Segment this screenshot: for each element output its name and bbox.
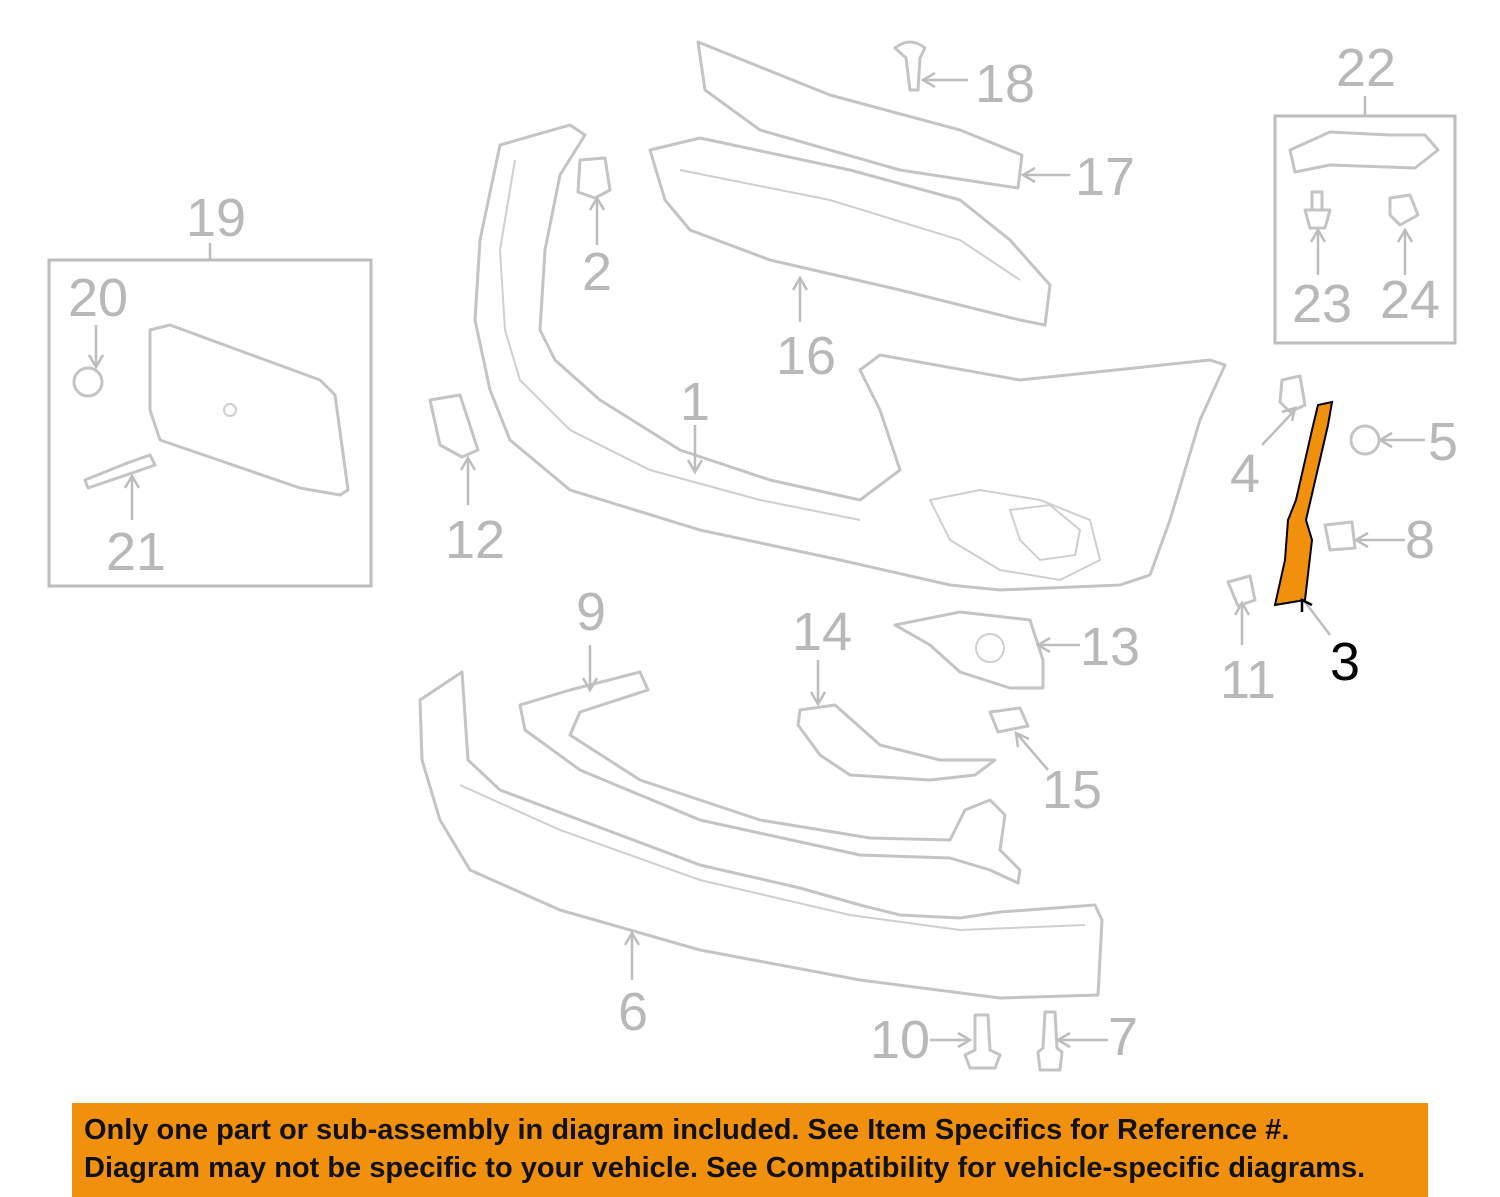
bracket-part-22: [1288, 130, 1440, 174]
bumper-cover-part: [473, 123, 1227, 592]
lower-grille-part-9: [518, 670, 1022, 885]
molding-part-14: [796, 703, 997, 782]
cover-part-12: [428, 393, 480, 459]
molding-part-17: [696, 40, 1024, 190]
callout-6: 6: [618, 982, 648, 1042]
callout-22: 22: [1336, 38, 1396, 98]
disclaimer-line-2: Diagram may not be specific to your vehi…: [84, 1152, 1366, 1184]
callout-15: 15: [1042, 760, 1102, 820]
callout-1: 1: [680, 372, 710, 432]
callout-11: 11: [1220, 650, 1276, 710]
callout-17: 17: [1075, 147, 1135, 207]
fog-bezel-part-13: [893, 610, 1045, 690]
callout-20: 20: [68, 268, 128, 328]
nut-part-5: [1349, 424, 1381, 456]
license-bracket-part: [148, 323, 350, 497]
nut-part-20: [72, 366, 104, 398]
callout-19: 19: [186, 188, 246, 248]
clip-part-4: [1278, 374, 1307, 414]
callout-10: 10: [870, 1010, 930, 1070]
clip-part-11: [1226, 574, 1257, 608]
callout-3: 3: [1330, 632, 1360, 692]
lower-fascia-part-6: [418, 670, 1104, 1000]
disclaimer-line-1: Only one part or sub-assembly in diagram…: [84, 1114, 1290, 1146]
bolt-part-7: [1036, 1010, 1064, 1072]
clip-part-8: [1323, 520, 1357, 552]
grille-part-16: [648, 136, 1052, 327]
callout-5: 5: [1428, 412, 1458, 472]
screw-part-18: [893, 40, 927, 92]
disclaimer-banner: Only one part or sub-assembly in diagram…: [72, 1103, 1428, 1197]
callout-14: 14: [792, 602, 852, 662]
parts-diagram: 1 2 3 4 5 6 7 8 9 10 11 12 13 14 15 16 1…: [47, 38, 1458, 1072]
callout-23: 23: [1292, 274, 1352, 334]
screw-part-10: [963, 1013, 1002, 1070]
callout-18: 18: [975, 54, 1035, 114]
callout-12: 12: [445, 510, 505, 570]
callout-7: 7: [1108, 1007, 1138, 1067]
callout-9: 9: [576, 582, 606, 642]
callout-13: 13: [1080, 617, 1140, 677]
screw-part-23: [1303, 190, 1332, 230]
leader-arrows: [87, 71, 1425, 1049]
support-part-3: [1273, 400, 1334, 607]
callout-16: 16: [776, 326, 836, 386]
clip-part-24: [1388, 193, 1420, 227]
clip-part-15: [988, 706, 1030, 734]
bracket-part-2: [576, 156, 612, 200]
callout-21: 21: [106, 522, 166, 582]
callout-24: 24: [1380, 270, 1440, 330]
callout-4: 4: [1230, 444, 1260, 504]
rivet-part-21: [83, 453, 157, 490]
callout-8: 8: [1405, 510, 1435, 570]
callout-2: 2: [582, 242, 612, 302]
